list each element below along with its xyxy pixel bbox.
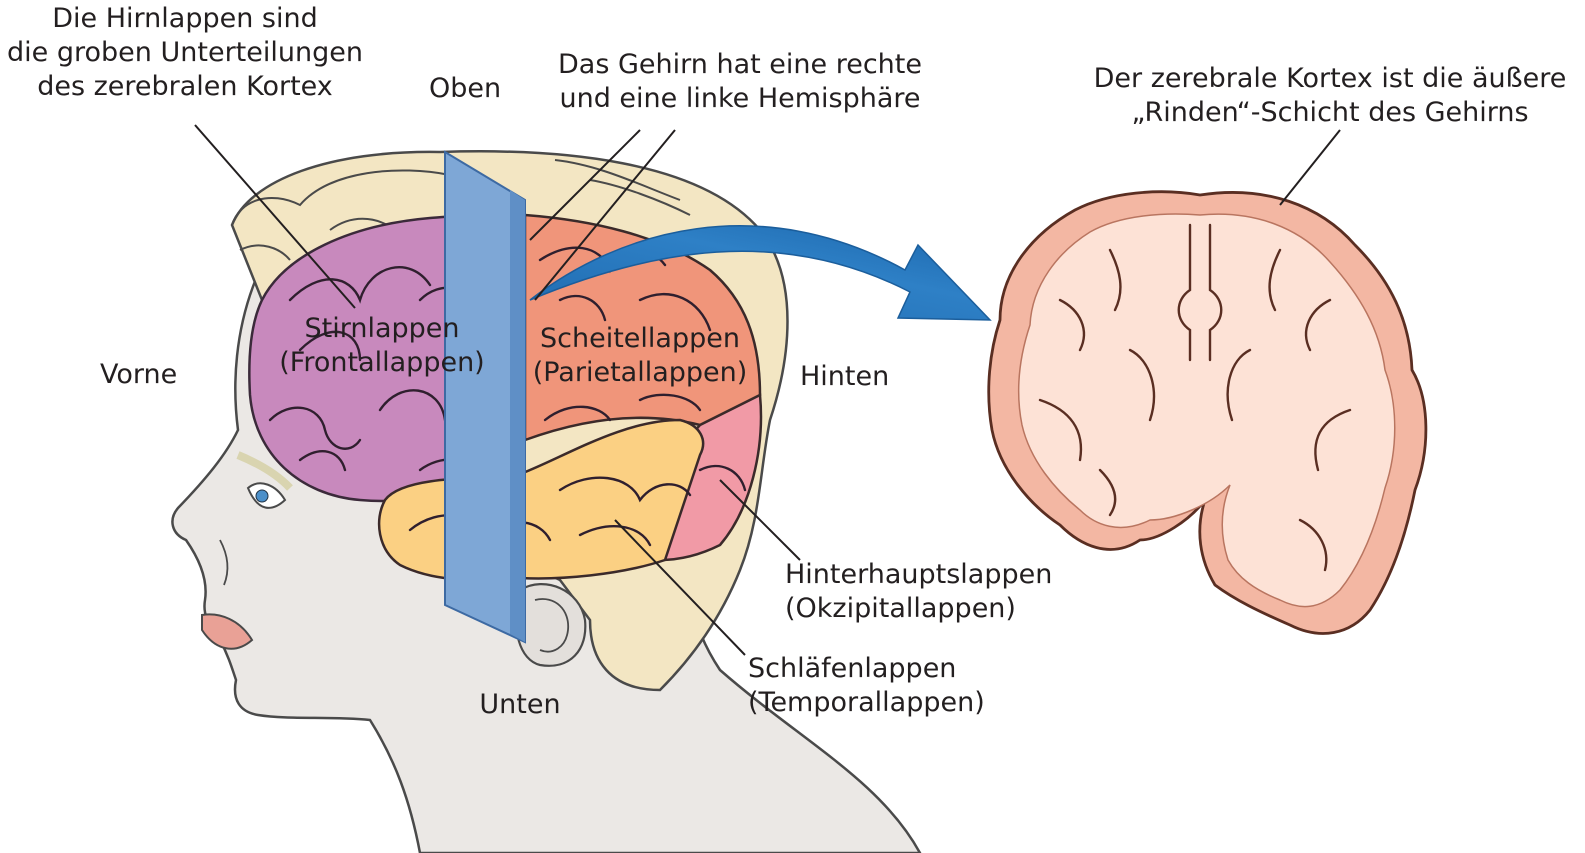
- label-front: Vorne: [100, 359, 178, 390]
- frontal-lobe-label: Stirnlappen (Frontallappen): [262, 312, 502, 380]
- frontal-lobe-latin: (Frontallappen): [279, 347, 485, 378]
- label-bottom: Unten: [479, 689, 561, 720]
- cortex-annotation: Der zerebrale Kortex ist die äußere „Rin…: [1080, 62, 1580, 130]
- label-back: Hinten: [800, 361, 890, 392]
- lobes-annotation: Die Hirnlappen sind die groben Unterteil…: [0, 2, 370, 104]
- leader-lines: [194, 124, 1341, 656]
- lobes-annotation-line-2: die groben Unterteilungen: [7, 37, 363, 68]
- parietal-lobe-name: Scheitellappen: [540, 323, 740, 354]
- label-top: Oben: [428, 73, 502, 104]
- parietal-lobe-latin: (Parietallappen): [532, 357, 748, 388]
- occipital-lobe-name: Hinterhauptslappen: [785, 559, 1053, 590]
- cortex-annotation-line-2: „Rinden“-Schicht des Gehirns: [1131, 97, 1529, 128]
- cortex-arrow: [529, 225, 992, 321]
- hemisphere-annotation-line-2: und eine linke Hemisphäre: [559, 83, 921, 114]
- temporal-lobe-name: Schläfenlappen: [748, 653, 957, 684]
- frontal-lobe-name: Stirnlappen: [304, 313, 460, 344]
- mouth: [201, 613, 254, 650]
- ear: [515, 583, 587, 667]
- hemisphere-plane: [444, 150, 526, 644]
- temporal-lobe-latin: (Temporallappen): [748, 687, 985, 718]
- occipital-lobe-latin: (Okzipitallappen): [785, 593, 1016, 624]
- occipital-lobe-label: Hinterhauptslappen (Okzipitallappen): [785, 558, 1052, 626]
- cortex-annotation-line-1: Der zerebrale Kortex ist die äußere: [1093, 63, 1567, 94]
- lobes-annotation-line-3: des zerebralen Kortex: [37, 71, 333, 102]
- lobes-annotation-line-1: Die Hirnlappen sind: [52, 3, 318, 34]
- hemisphere-annotation-line-1: Das Gehirn hat eine rechte: [558, 49, 922, 80]
- hemisphere-annotation: Das Gehirn hat eine rechte und eine link…: [540, 48, 940, 116]
- cortex-section: [987, 190, 1428, 635]
- parietal-lobe-label: Scheitellappen (Parietallappen): [515, 322, 765, 390]
- temporal-lobe-label: Schläfenlappen (Temporallappen): [748, 652, 985, 720]
